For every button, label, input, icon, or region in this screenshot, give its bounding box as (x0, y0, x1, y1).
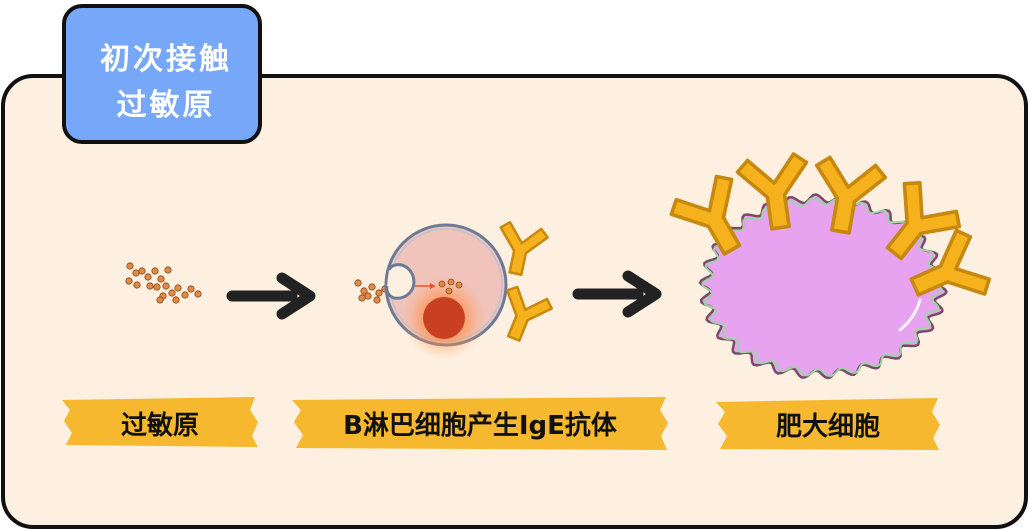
allergen-particle-icon (358, 294, 366, 302)
allergen-particle-icon (151, 267, 159, 275)
allergen-particle-icon (375, 289, 383, 297)
allergen-particle-icon (373, 296, 381, 304)
stage-tag: 初次接触 过敏原 (62, 4, 262, 144)
label-allergen: 过敏原 (120, 411, 199, 441)
right-arrow-icon (226, 272, 316, 320)
allergen-particle-icon (144, 273, 152, 281)
stage-tag-line1: 初次接触 (100, 42, 232, 77)
stage-tag-line2: 过敏原 (116, 88, 216, 123)
allergen-particle-icon (368, 283, 376, 291)
allergen-particle-icon (125, 277, 133, 285)
allergen-particle-icon (162, 282, 170, 290)
allergen-particle-icon (153, 283, 161, 291)
allergen-particle-icon (168, 289, 176, 297)
allergen-particle-icon (194, 290, 202, 298)
allergen-particle-icon (156, 296, 164, 304)
allergen-particle-icon (157, 275, 165, 283)
mast-cell (698, 193, 948, 380)
label-b-cell: B淋巴细胞产生IgE抗体 (343, 411, 617, 441)
label-highlight-b-cell (292, 397, 668, 450)
label-highlight-allergen (62, 397, 258, 447)
label-mast-cell: 肥大细胞 (775, 412, 880, 442)
allergen-particle-icon (174, 284, 182, 292)
allergen-particle-icon (132, 269, 140, 277)
nucleus (423, 297, 465, 339)
label-highlight-mast-cell (716, 398, 940, 450)
allergen-particle-icon (187, 285, 195, 293)
allergen-particle-icon (360, 287, 368, 295)
allergen-particle-icon (172, 296, 180, 304)
allergen-particle-icon (133, 281, 141, 289)
allergen-particle-icon (354, 279, 362, 287)
allergen-particle-icon (126, 262, 134, 270)
b-cell (384, 223, 508, 360)
allergen-particle-icon (164, 266, 172, 274)
allergen-particle-icon (146, 282, 154, 290)
allergen-particle-icon (181, 291, 189, 299)
right-arrow-icon (572, 270, 662, 318)
allergen-particles (125, 262, 202, 304)
allergen-particle-icon (364, 292, 372, 300)
allergen-particle-icon (138, 267, 146, 275)
